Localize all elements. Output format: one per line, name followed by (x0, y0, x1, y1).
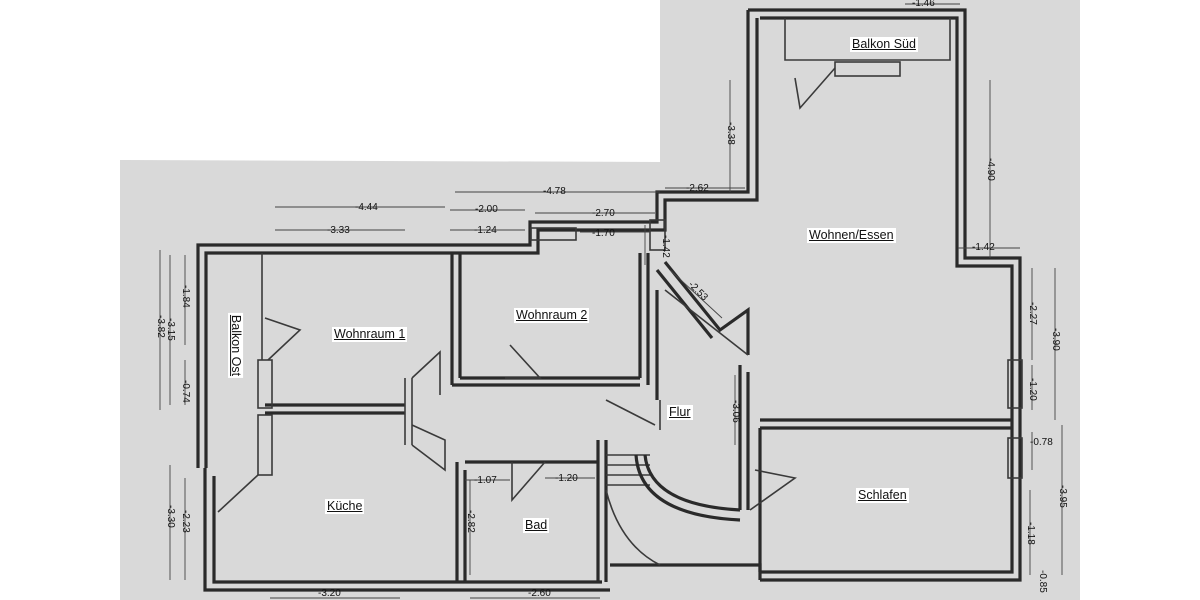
room-label-wohnen-essen: Wohnen/Essen (807, 228, 896, 243)
dimension-label: -0.78 (1030, 437, 1053, 448)
room-label-balkon-ost: Balkon Ost (228, 312, 244, 379)
dimension-label: -3.30 (165, 505, 176, 528)
dimension-label: -4.44 (355, 202, 378, 213)
dimension-label: -3.90 (1050, 328, 1061, 351)
dimension-label: -2.60 (528, 588, 551, 599)
dimension-label: -3.20 (318, 588, 341, 599)
dimension-label: -1.20 (555, 473, 578, 484)
room-label-schlafen: Schlafen (856, 488, 909, 503)
paper-sheet (120, 0, 1080, 600)
dimension-label: -2.62 (686, 183, 709, 194)
dimension-label: -4.90 (985, 158, 996, 181)
dimension-label: -2.70 (592, 208, 615, 219)
dimension-label: -1.20 (1027, 378, 1038, 401)
balcony-south-outline (784, 18, 951, 110)
dimension-label: -0.85 (1037, 570, 1048, 593)
dimension-label: -3.15 (165, 318, 176, 341)
dimension-label: -3.38 (725, 122, 736, 145)
windows-east (530, 219, 1023, 479)
room-label-kueche: Küche (325, 499, 365, 514)
room-label-balkon-sued: Balkon Süd (850, 37, 918, 52)
dimension-label: -1.42 (660, 235, 671, 258)
staircase (605, 454, 741, 566)
room-label-wohnraum-1: Wohnraum 1 (332, 327, 408, 342)
room-label-flur: Flur (667, 405, 693, 420)
dimension-label: -2.23 (180, 510, 191, 533)
dimension-label: -1.84 (180, 285, 191, 308)
balcony-east-outline (217, 253, 273, 513)
room-label-wohnraum-2: Wohnraum 2 (514, 308, 590, 323)
dimension-label: -1.42 (972, 242, 995, 253)
interior-walls (264, 253, 1012, 582)
dimension-label: -3.06 (730, 400, 741, 423)
dimension-label: -4.78 (543, 186, 566, 197)
dimension-label: -3.33 (327, 225, 350, 236)
dimension-label: -1.46 (912, 0, 935, 9)
dimension-label: -3.82 (155, 315, 166, 338)
dimension-label: -1.24 (474, 225, 497, 236)
dimension-label: -2.27 (1027, 302, 1038, 325)
dimension-label: -3.95 (1057, 485, 1068, 508)
dimension-label: -1.07 (474, 475, 497, 486)
dimension-lines: -1.46 -3.38 -4.90 -4.78 -2.62 -4.44 -2.00 -2.70… (155, 0, 1068, 599)
dimension-label: -1.18 (1025, 522, 1036, 545)
room-label-bad: Bad (523, 518, 550, 533)
dimension-label: -0.74 (180, 380, 191, 403)
dimension-label: -1.70 (592, 228, 615, 239)
dimension-label: -2.00 (475, 204, 498, 215)
dimension-label: -2.82 (465, 510, 476, 533)
